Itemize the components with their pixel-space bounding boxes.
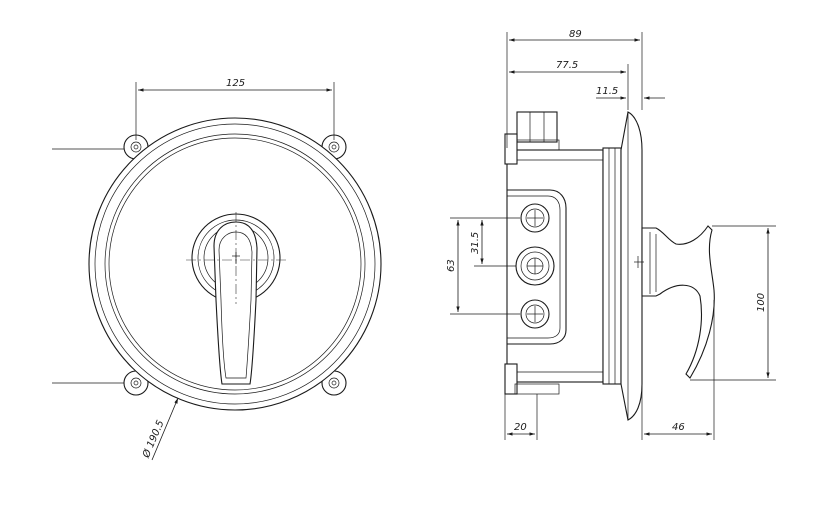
cover-plate-side (620, 111, 643, 421)
dim-100-label: 100 (756, 293, 767, 312)
dim-125-label: 125 (226, 78, 245, 89)
port-top (520, 203, 550, 233)
dim-diameter-label: Ø 190.5 (140, 418, 167, 460)
dim-31-5-label: 31.5 (470, 232, 481, 254)
dim-46-label: 46 (672, 422, 685, 433)
dim-20-label: 20 (514, 422, 527, 433)
handle-side (641, 225, 715, 379)
top-nut (504, 111, 560, 165)
front-view: 125 Ø 190.5 (52, 78, 382, 461)
dim-89-label: 89 (569, 29, 582, 40)
dim-11-5-label: 11.5 (596, 86, 618, 97)
dim-63-label: 63 (446, 259, 457, 272)
dim-77-5-label: 77.5 (556, 60, 578, 71)
side-view: 89 77.5 11.5 63 31.5 100 46 20 (446, 29, 776, 440)
valve-body (506, 149, 604, 383)
port-bottom (520, 299, 550, 329)
handle-lever (213, 221, 258, 385)
